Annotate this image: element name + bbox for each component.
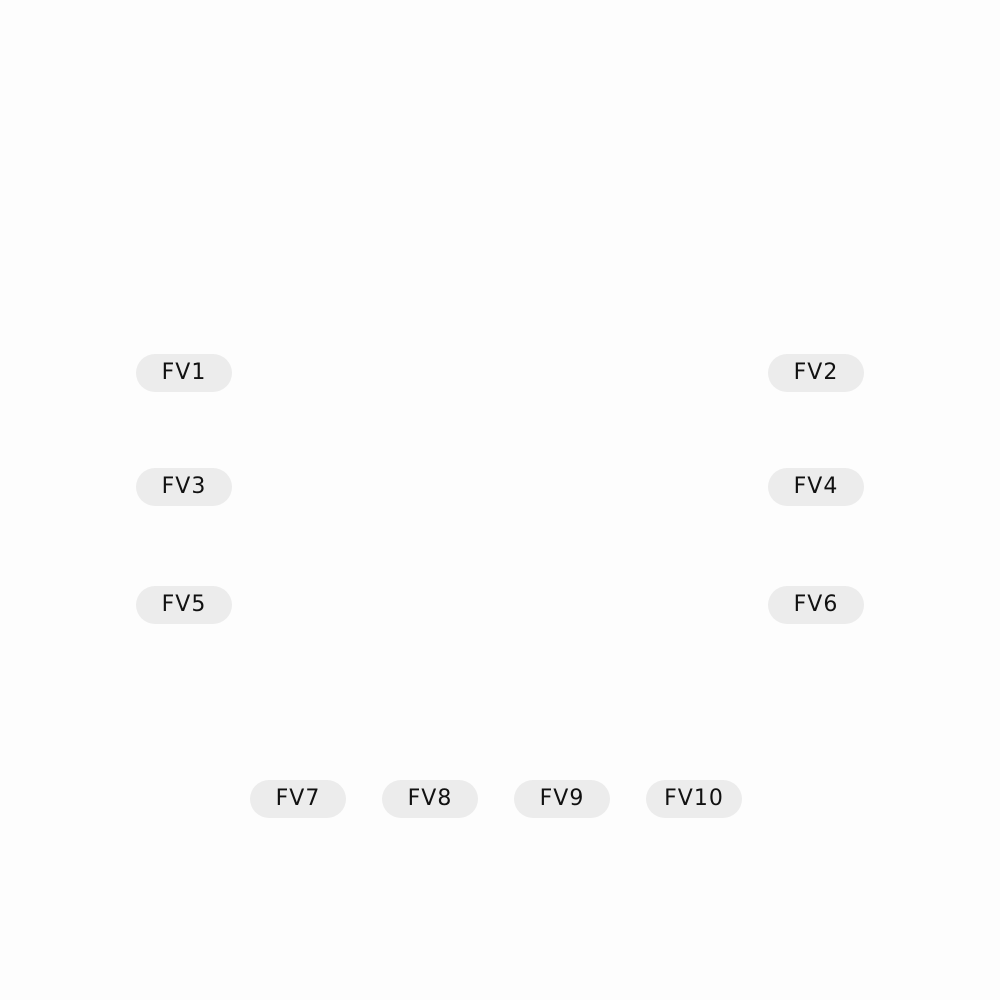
fv7-button[interactable]: FV7 — [250, 780, 346, 818]
fv8-button[interactable]: FV8 — [382, 780, 478, 818]
fv1-button[interactable]: FV1 — [136, 354, 232, 392]
fv10-button[interactable]: FV10 — [646, 780, 742, 818]
fv3-button[interactable]: FV3 — [136, 468, 232, 506]
fv9-button[interactable]: FV9 — [514, 780, 610, 818]
fv2-button[interactable]: FV2 — [768, 354, 864, 392]
fv5-button[interactable]: FV5 — [136, 586, 232, 624]
fv6-button[interactable]: FV6 — [768, 586, 864, 624]
fv4-button[interactable]: FV4 — [768, 468, 864, 506]
